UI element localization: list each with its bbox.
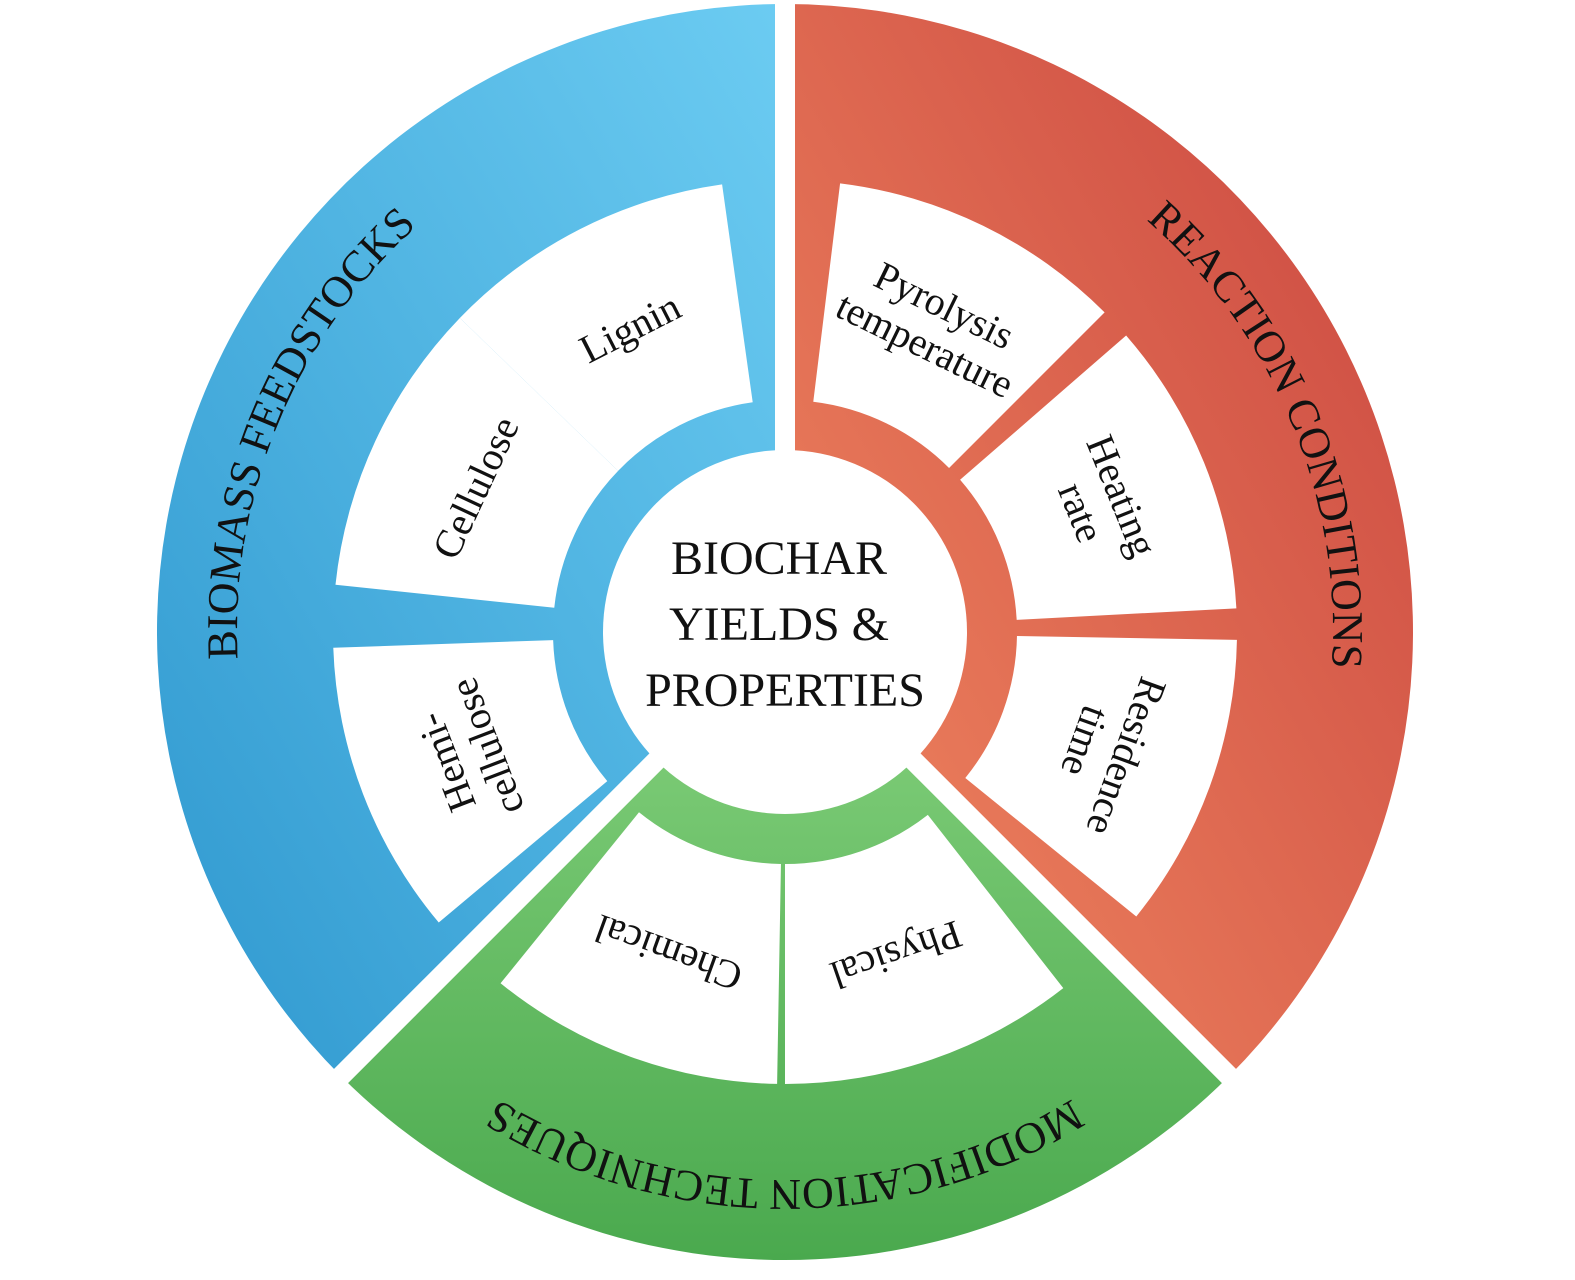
factor-box-physical: Physical [785,814,1064,1084]
factor-box-lignin: Lignin [459,184,753,471]
factor-box-pyrolysistemperature: Pyrolysistemperature [813,183,1105,468]
factor-box-cellulose: Cellulose [335,318,619,608]
center-circle: BIOCHAR YIELDS & PROPERTIES [603,450,967,814]
factor-box-chemical: Chemical [500,812,781,1084]
factor-box-hemicellulose: Hemi-cellulose [333,640,608,923]
factor-box-heatingrate: Heatingrate [960,335,1237,620]
center-title: BIOCHAR YIELDS & PROPERTIES [645,532,925,717]
factor-box-residencetime: Residencetime [965,636,1237,917]
